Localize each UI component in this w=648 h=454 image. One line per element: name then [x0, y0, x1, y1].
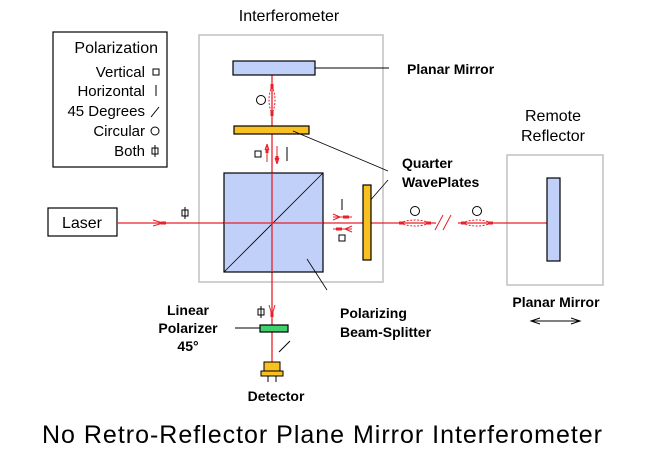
remote-reflector-enclosure: [506, 154, 604, 286]
circle-icon: [150, 126, 160, 136]
remote-reflector-label-line1: Remote: [525, 108, 581, 125]
linear-beam-arrows-horizontal: [332, 213, 353, 233]
legend-box: [52, 31, 168, 168]
linear-polarizer-label-line1: Linear: [167, 302, 210, 318]
slash-icon: [150, 106, 160, 118]
polarization-legend: Polarization Vertical Horizontal 45 Degr…: [52, 31, 168, 168]
detector-label: Detector: [248, 388, 305, 404]
circular-beam-arrows-vertical: [268, 84, 276, 116]
circle-icon: [410, 206, 420, 216]
waveplate-leader-top: [292, 130, 389, 172]
linear-polarizer-label-line2: Polarizer: [158, 320, 218, 336]
quarter-waveplates-label-line2: WavePlates: [402, 174, 480, 190]
beam-splitter-label-line1: Polarizing: [340, 305, 407, 321]
interferometer-enclosure: [198, 34, 384, 283]
planar-mirror-remote-label: Planar Mirror: [512, 294, 600, 310]
square-icon: [152, 68, 160, 76]
legend-item-label: 45 Degrees: [67, 103, 145, 120]
slash-icon: [278, 340, 291, 353]
legend-heading: Polarization: [74, 40, 158, 57]
beam-splitter-leader: [306, 258, 328, 291]
polarizer-beam-arrows: [268, 304, 276, 317]
quarter-waveplate-top: [233, 125, 310, 135]
quarter-waveplates-label-line1: Quarter: [402, 155, 453, 171]
laser-box: [47, 207, 118, 237]
legend-item-label: Circular: [93, 123, 145, 140]
double-arrow-icon: [529, 317, 582, 325]
detector: [260, 361, 284, 382]
interferometer-label: Interferometer: [239, 8, 340, 25]
legend-item-label: Horizontal: [77, 83, 145, 100]
laser-beam: [117, 75, 547, 362]
square-icon: [254, 150, 262, 158]
planar-mirror-top-label: Planar Mirror: [407, 61, 495, 77]
square-icon: [338, 234, 346, 242]
beam-break-icon: [434, 214, 458, 231]
laser-label: Laser: [62, 215, 103, 232]
legend-item-label: Vertical: [96, 64, 145, 81]
planar-mirror-top: [232, 60, 316, 76]
both-icon: [181, 207, 189, 219]
circular-beam-arrows-horizontal: [399, 219, 493, 227]
beam-splitter-label-line2: Beam-Splitter: [340, 324, 432, 340]
linear-polarizer-label-line3: 45°: [177, 338, 198, 354]
laser-beam-arrow: [152, 219, 166, 227]
diagram-title: No Retro-Reflector Plane Mirror Interfer…: [42, 421, 602, 449]
legend-item-label: Both: [114, 143, 145, 160]
linear-beam-arrows-vertical: [264, 143, 280, 165]
remote-reflector-label-line2: Reflector: [521, 128, 586, 145]
linear-polarizer: [259, 324, 289, 333]
circle-icon: [472, 206, 482, 216]
circle-icon: [256, 95, 266, 105]
planar-mirror-remote: [546, 177, 561, 262]
both-icon: [257, 306, 265, 318]
quarter-waveplate-side: [362, 184, 372, 261]
both-icon: [151, 145, 159, 157]
